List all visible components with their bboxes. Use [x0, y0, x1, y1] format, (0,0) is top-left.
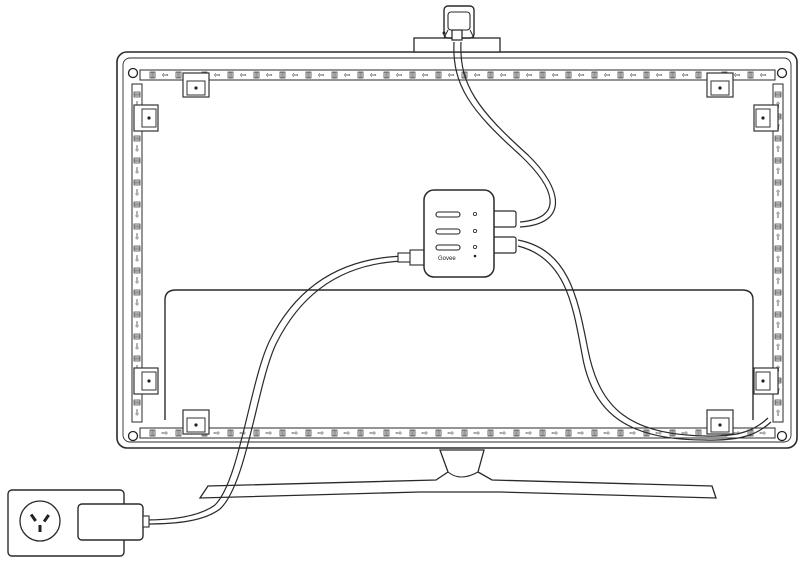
corner-screw-icon	[127, 67, 139, 79]
direction-arrow-icon: ⇦	[552, 71, 559, 80]
direction-arrow-icon: ⇦	[500, 71, 507, 80]
strip-clip-icon	[182, 409, 210, 435]
hub-indicator	[472, 228, 477, 233]
direction-arrow-icon: ⇨	[214, 429, 221, 438]
direction-arrow-icon: ⇦	[734, 71, 741, 80]
corner-screw-icon	[776, 67, 788, 79]
tv-stand	[198, 449, 717, 499]
direction-arrow-icon: ⇨	[448, 429, 455, 438]
tv-rear-housing	[164, 289, 754, 420]
direction-arrow-icon: ⇦	[396, 71, 403, 80]
direction-arrow-icon: ⇧	[775, 343, 782, 352]
camera-icon	[413, 5, 501, 53]
light-control-box-icon: Govee	[423, 189, 495, 278]
direction-arrow-icon: ⇨	[474, 429, 481, 438]
direction-arrow-icon: ⇩	[134, 277, 141, 286]
direction-arrow-icon: ⇨	[604, 429, 611, 438]
direction-arrow-icon: ⇧	[775, 255, 782, 264]
direction-arrow-icon: ⇨	[656, 429, 663, 438]
direction-arrow-icon: ⇦	[474, 71, 481, 80]
direction-arrow-icon: ⇦	[292, 71, 299, 80]
led-strip-bottom	[139, 427, 776, 439]
direction-arrow-icon: ⇦	[448, 71, 455, 80]
direction-arrow-icon: ⇧	[775, 299, 782, 308]
direction-arrow-icon: ⇨	[396, 429, 403, 438]
hub-button-middle	[435, 228, 461, 235]
direction-arrow-icon: ⇧	[775, 189, 782, 198]
hub-brand-label: Govee	[438, 256, 456, 262]
direction-arrow-icon: ⇨	[552, 429, 559, 438]
direction-arrow-icon: ⇦	[682, 71, 689, 80]
strip-clip-icon	[133, 367, 159, 395]
direction-arrow-icon: ⇨	[292, 429, 299, 438]
direction-arrow-icon: ⇧	[775, 167, 782, 176]
direction-arrow-icon: ⇨	[526, 429, 533, 438]
direction-arrow-icon: ⇧	[775, 145, 782, 154]
strip-clip-icon	[182, 72, 210, 98]
direction-arrow-icon: ⇦	[630, 71, 637, 80]
direction-arrow-icon: ⇦	[214, 71, 221, 80]
hub-button-top	[435, 211, 461, 218]
direction-arrow-icon: ⇩	[134, 255, 141, 264]
direction-arrow-icon: ⇦	[266, 71, 273, 80]
corner-screw-icon	[776, 430, 788, 442]
direction-arrow-icon: ⇩	[134, 189, 141, 198]
direction-arrow-icon: ⇧	[775, 277, 782, 286]
strip-clip-icon	[753, 367, 779, 395]
direction-arrow-icon: ⇦	[526, 71, 533, 80]
direction-arrow-icon: ⇨	[760, 429, 767, 438]
direction-arrow-icon: ⇦	[422, 71, 429, 80]
direction-arrow-icon: ⇨	[422, 429, 429, 438]
direction-arrow-icon: ⇧	[775, 233, 782, 242]
direction-arrow-icon: ⇩	[134, 167, 141, 176]
strip-clip-icon	[133, 104, 159, 132]
direction-arrow-icon: ⇨	[734, 429, 741, 438]
direction-arrow-icon: ⇦	[578, 71, 585, 80]
direction-arrow-icon: ⇩	[134, 233, 141, 242]
direction-arrow-icon: ⇦	[370, 71, 377, 80]
direction-arrow-icon: ⇨	[318, 429, 325, 438]
hub-indicator	[473, 254, 477, 258]
power-adapter-icon	[77, 503, 150, 541]
hub-indicator	[472, 244, 477, 249]
direction-arrow-icon: ⇩	[134, 321, 141, 330]
direction-arrow-icon: ⇦	[162, 71, 169, 80]
led-strip-right	[772, 83, 784, 423]
direction-arrow-icon: ⇨	[344, 429, 351, 438]
direction-arrow-icon: ⇩	[134, 211, 141, 220]
direction-arrow-icon: ⇧	[775, 211, 782, 220]
direction-arrow-icon: ⇦	[760, 71, 767, 80]
led-strip-left	[131, 83, 143, 423]
cables	[144, 41, 772, 525]
direction-arrow-icon: ⇨	[682, 429, 689, 438]
direction-arrow-icon: ⇨	[500, 429, 507, 438]
hub-button-bottom	[435, 244, 461, 251]
corner-screws	[127, 67, 788, 442]
direction-arrow-icon: ⇨	[630, 429, 637, 438]
direction-arrow-icon: ⇧	[775, 321, 782, 330]
direction-arrow-icon: ⇨	[162, 429, 169, 438]
direction-arrow-icon: ⇦	[344, 71, 351, 80]
direction-arrow-icon: ⇩	[134, 145, 141, 154]
direction-arrow-icon: ⇦	[318, 71, 325, 80]
strip-clip-icon	[706, 409, 734, 435]
direction-arrow-icon: ⇨	[578, 429, 585, 438]
direction-arrow-icon: ⇦	[240, 71, 247, 80]
strip-clip-icon	[706, 72, 734, 98]
direction-arrow-icon: ⇩	[134, 409, 141, 418]
corner-screw-icon	[127, 430, 139, 442]
direction-arrow-icon: ⇩	[134, 299, 141, 308]
hub-indicator	[472, 211, 477, 216]
direction-arrow-icon: ⇦	[604, 71, 611, 80]
direction-arrow-icon: ⇧	[775, 409, 782, 418]
direction-arrow-icon: ⇩	[134, 343, 141, 352]
direction-arrow-icon: ⇨	[370, 429, 377, 438]
direction-arrow-icon: ⇨	[266, 429, 273, 438]
strip-clip-icon	[753, 104, 779, 132]
direction-arrow-icon: ⇦	[656, 71, 663, 80]
